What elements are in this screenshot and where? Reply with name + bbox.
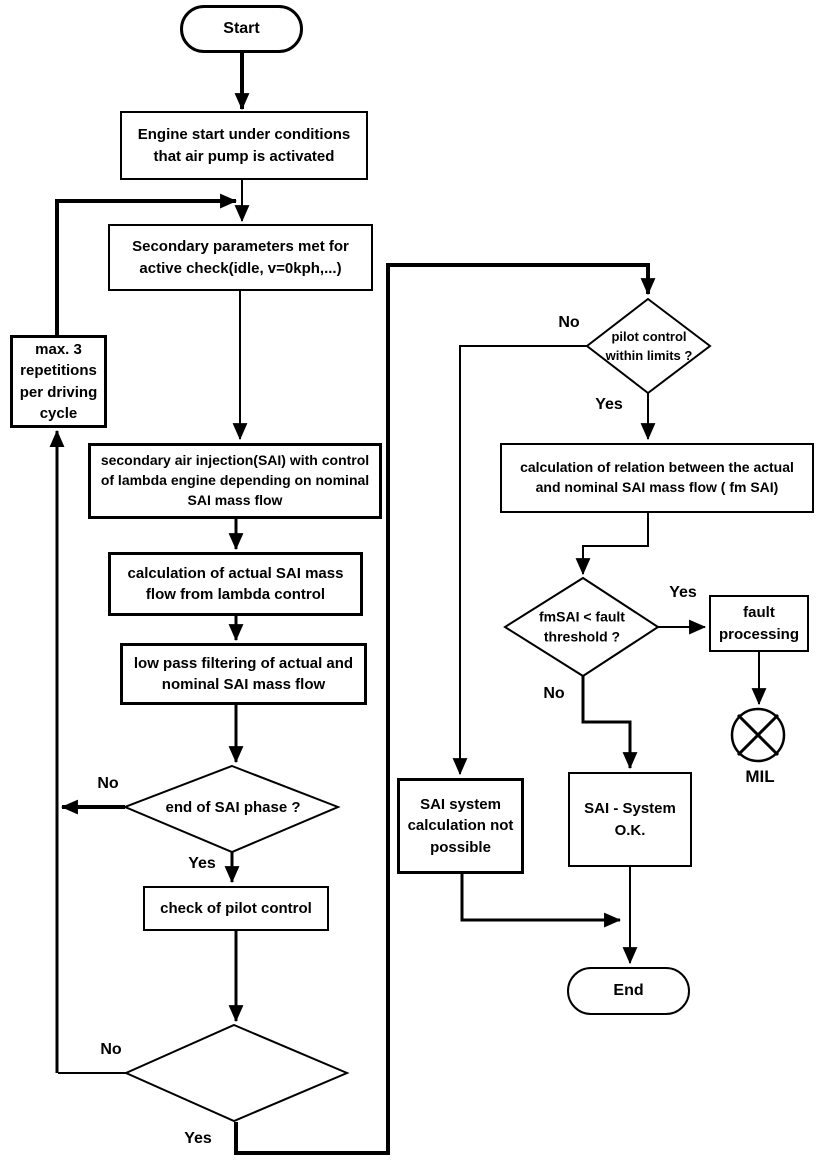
end-of-sai-phase-text: end of SAI phase ? [165, 799, 301, 817]
low-pass-filter-box: low pass filtering of actual and nominal… [120, 643, 367, 705]
connectors [49, 53, 767, 1155]
fmsai-threshold-text: fmSAI < fault threshold ? [539, 608, 625, 645]
pilot-within-limits-text: pilot control within limits ? [605, 329, 693, 363]
calc-relation-box: calculation of relation between the actu… [500, 443, 814, 513]
pilot-yes-label: Yes [595, 396, 623, 413]
max-repetitions-box: max. 3 repetitions per driving cycle [10, 335, 107, 428]
edge-decision-yes-loop [234, 263, 656, 1155]
check-pilot-control-box: check of pilot control [143, 886, 329, 931]
end-sai-yes-label: Yes [188, 855, 216, 872]
sai-injection-box: secondary air injection(SAI) with contro… [88, 443, 382, 519]
secondary-parameters-box: Secondary parameters met for active chec… [108, 224, 373, 291]
repeat-check-diamond [123, 1023, 350, 1123]
repeat-check-yes-label: Yes [184, 1130, 212, 1147]
sai-calc-not-possible-box: SAI system calculation not possible [397, 778, 524, 874]
edge-pilot-no [452, 345, 587, 776]
end-sai-no-label: No [97, 775, 119, 792]
repeat-check-no-label: No [100, 1041, 122, 1058]
fmsai-yes-label: Yes [669, 584, 697, 601]
engine-start-box: Engine start under conditions that air p… [120, 111, 368, 180]
start-terminator: Start [180, 5, 303, 53]
fault-processing-box: fault processing [709, 595, 809, 652]
pilot-no-label: No [558, 314, 580, 331]
calc-actual-flow-box: calculation of actual SAI mass flow from… [108, 552, 363, 616]
fmsai-threshold-diamond [503, 576, 660, 678]
mil-label: MIL [745, 767, 775, 786]
decision-diamonds [122, 297, 712, 1123]
fmsai-no-label: No [543, 685, 565, 702]
sai-system-ok-box: SAI - System O.K. [568, 772, 692, 867]
end-of-sai-phase-diamond [122, 764, 341, 854]
edge-calcrel-to-fmsai [575, 512, 649, 576]
edge-fmsai-no [581, 676, 638, 770]
edge-notpossible-merge [460, 873, 622, 928]
pilot-within-limits-diamond [585, 297, 712, 395]
mil-indicator-icon [730, 707, 786, 763]
edge-repeat-loop-top [55, 193, 238, 336]
end-terminator: End [567, 967, 690, 1015]
